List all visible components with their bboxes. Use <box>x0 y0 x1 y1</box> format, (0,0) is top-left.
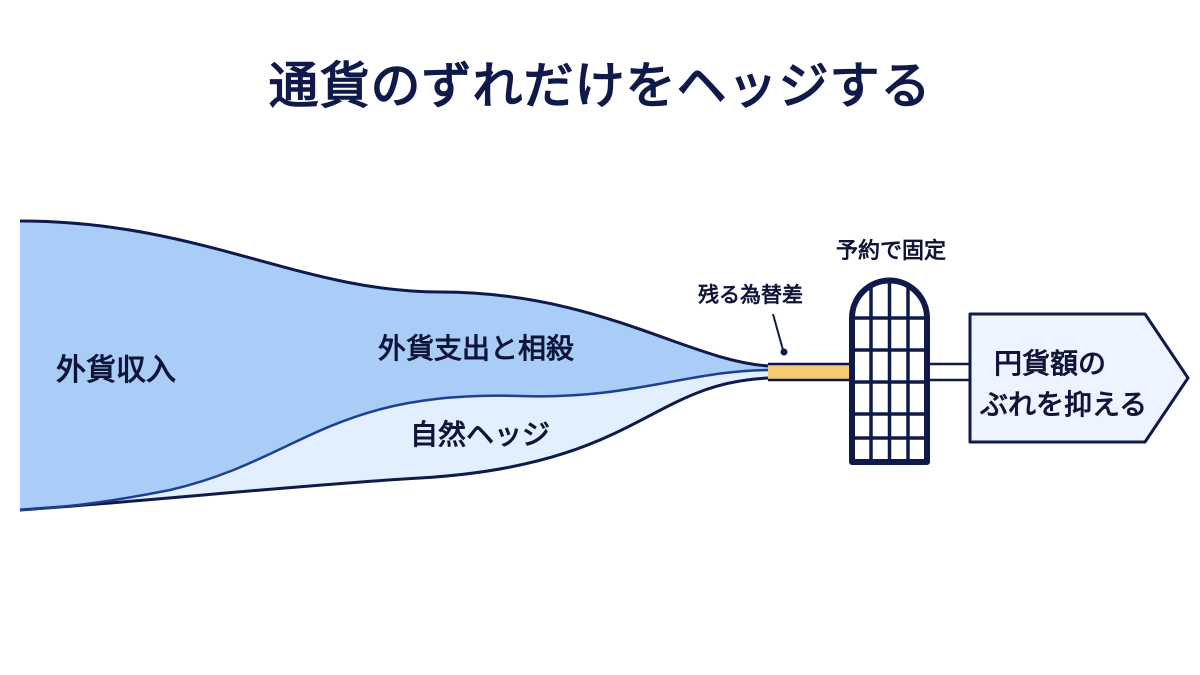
offset-label: 外貨支出と相殺 <box>378 332 575 365</box>
residual-label: 残る為替差 <box>698 283 803 307</box>
forward-label: 予約で固定 <box>836 238 946 264</box>
result-label-line2: ぶれを抑える <box>979 388 1147 421</box>
flow-top-edge <box>19 219 771 368</box>
residual-band <box>768 364 852 380</box>
income-label: 外貨収入 <box>56 353 176 388</box>
natural-hedge-label: 自然ヘッジ <box>410 418 550 451</box>
page-title: 通貨のずれだけをヘッジする <box>268 57 932 115</box>
residual-leader-line <box>772 313 784 351</box>
arrow-box-icon <box>968 312 1190 444</box>
offset-flow-band <box>20 221 770 510</box>
result-label-line1: 円貨額の <box>994 347 1106 380</box>
natural-hedge-band <box>20 370 770 510</box>
residual-leader-dot <box>780 348 788 356</box>
flow-bottom-edge <box>19 376 771 512</box>
gate-grid-icon <box>849 277 930 465</box>
flow-divider-line <box>19 368 771 512</box>
